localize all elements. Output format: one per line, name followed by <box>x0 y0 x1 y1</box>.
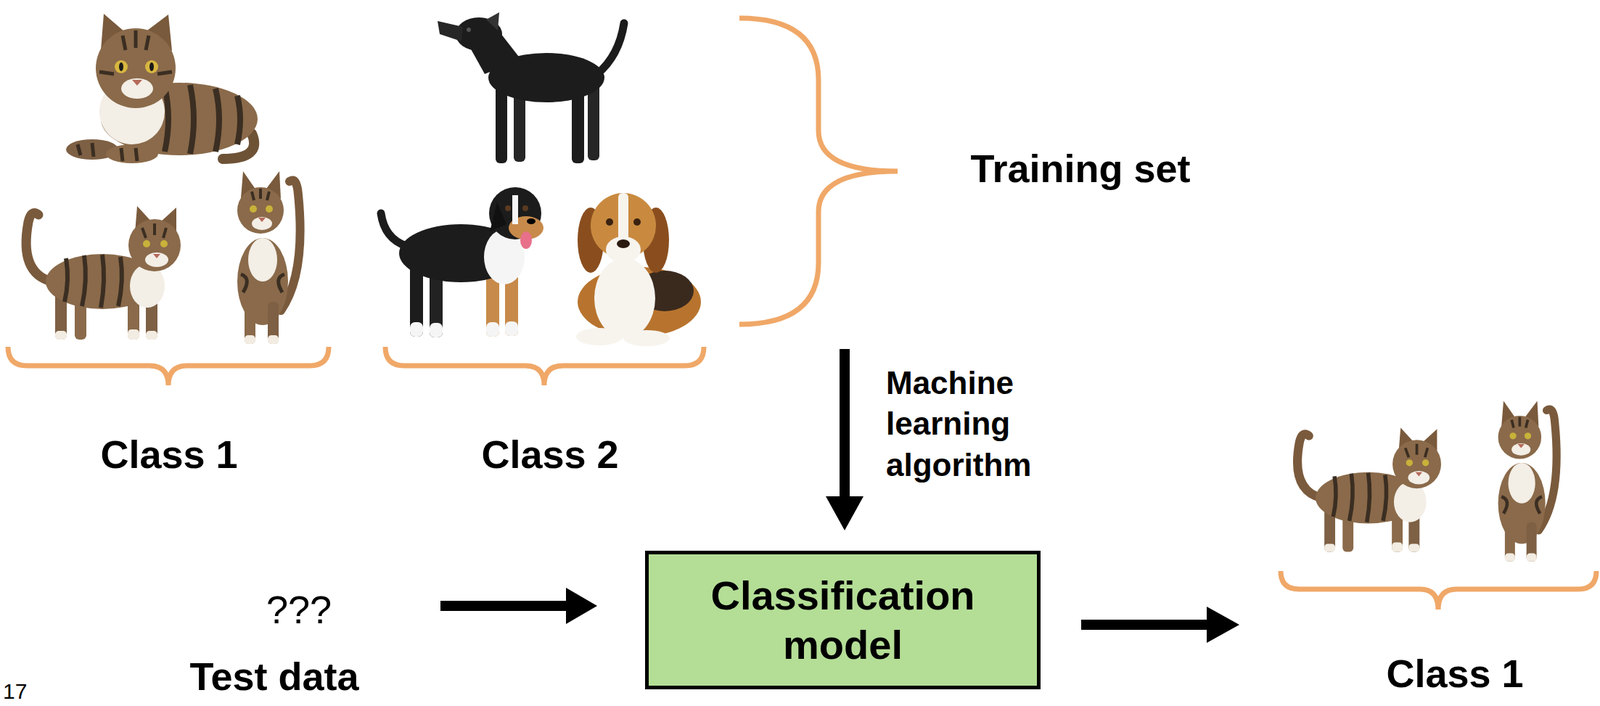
cat-picture <box>1297 427 1442 552</box>
brace <box>7 346 329 386</box>
page-number: 17 <box>2 678 27 705</box>
cat-picture <box>1498 400 1558 561</box>
cat-picture <box>66 13 258 164</box>
input-label: Test data <box>189 653 359 701</box>
box-text: Classification model <box>666 571 1019 669</box>
class-label: Class 2 <box>481 431 619 479</box>
unknown-input: ??? <box>266 586 332 634</box>
dog-picture <box>437 12 625 164</box>
cat-picture <box>237 171 301 344</box>
process-box: Classification model <box>645 550 1041 690</box>
group-title: Training set <box>970 145 1191 193</box>
arrow-label: Machine learning algorithm <box>885 362 1061 486</box>
dog-picture <box>576 193 701 347</box>
class-label: Class 1 <box>1385 650 1524 698</box>
arrow <box>825 349 864 531</box>
dog-picture <box>380 187 544 338</box>
brace <box>739 18 898 325</box>
cat-picture <box>26 206 181 340</box>
arrow <box>1081 606 1240 643</box>
arrow <box>440 587 598 625</box>
brace <box>385 346 704 386</box>
brace <box>1280 571 1597 610</box>
class-label: Class 1 <box>100 431 238 479</box>
